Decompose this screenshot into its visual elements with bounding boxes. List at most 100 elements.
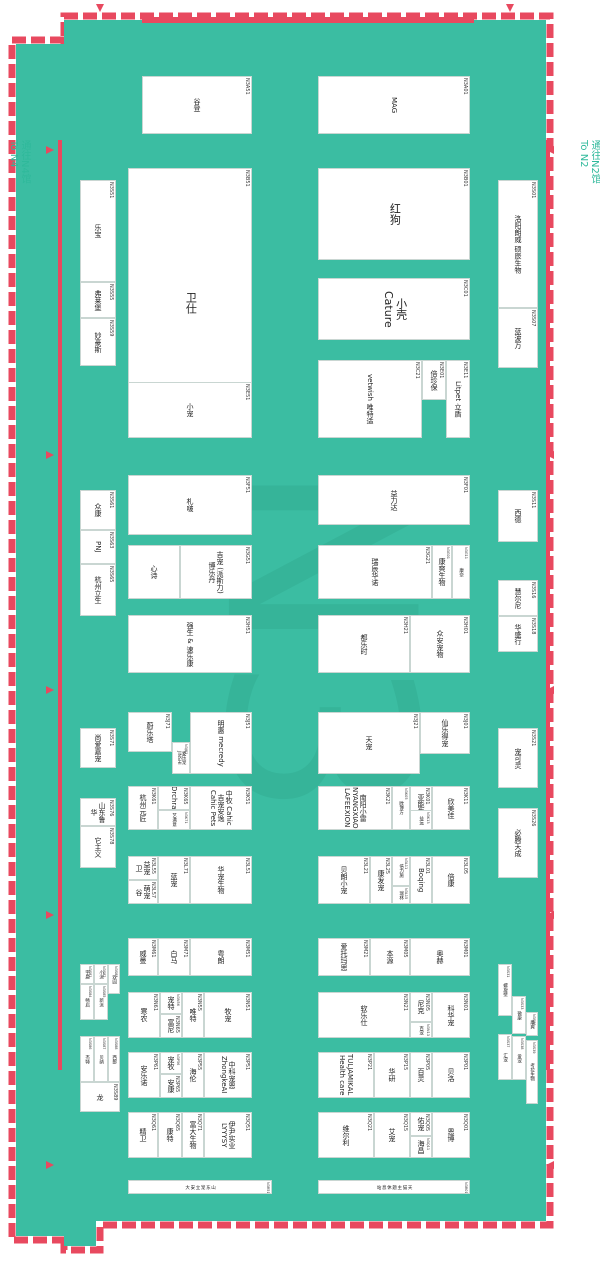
booth-n3g-xin[interactable]: 心诗 (128, 545, 180, 599)
